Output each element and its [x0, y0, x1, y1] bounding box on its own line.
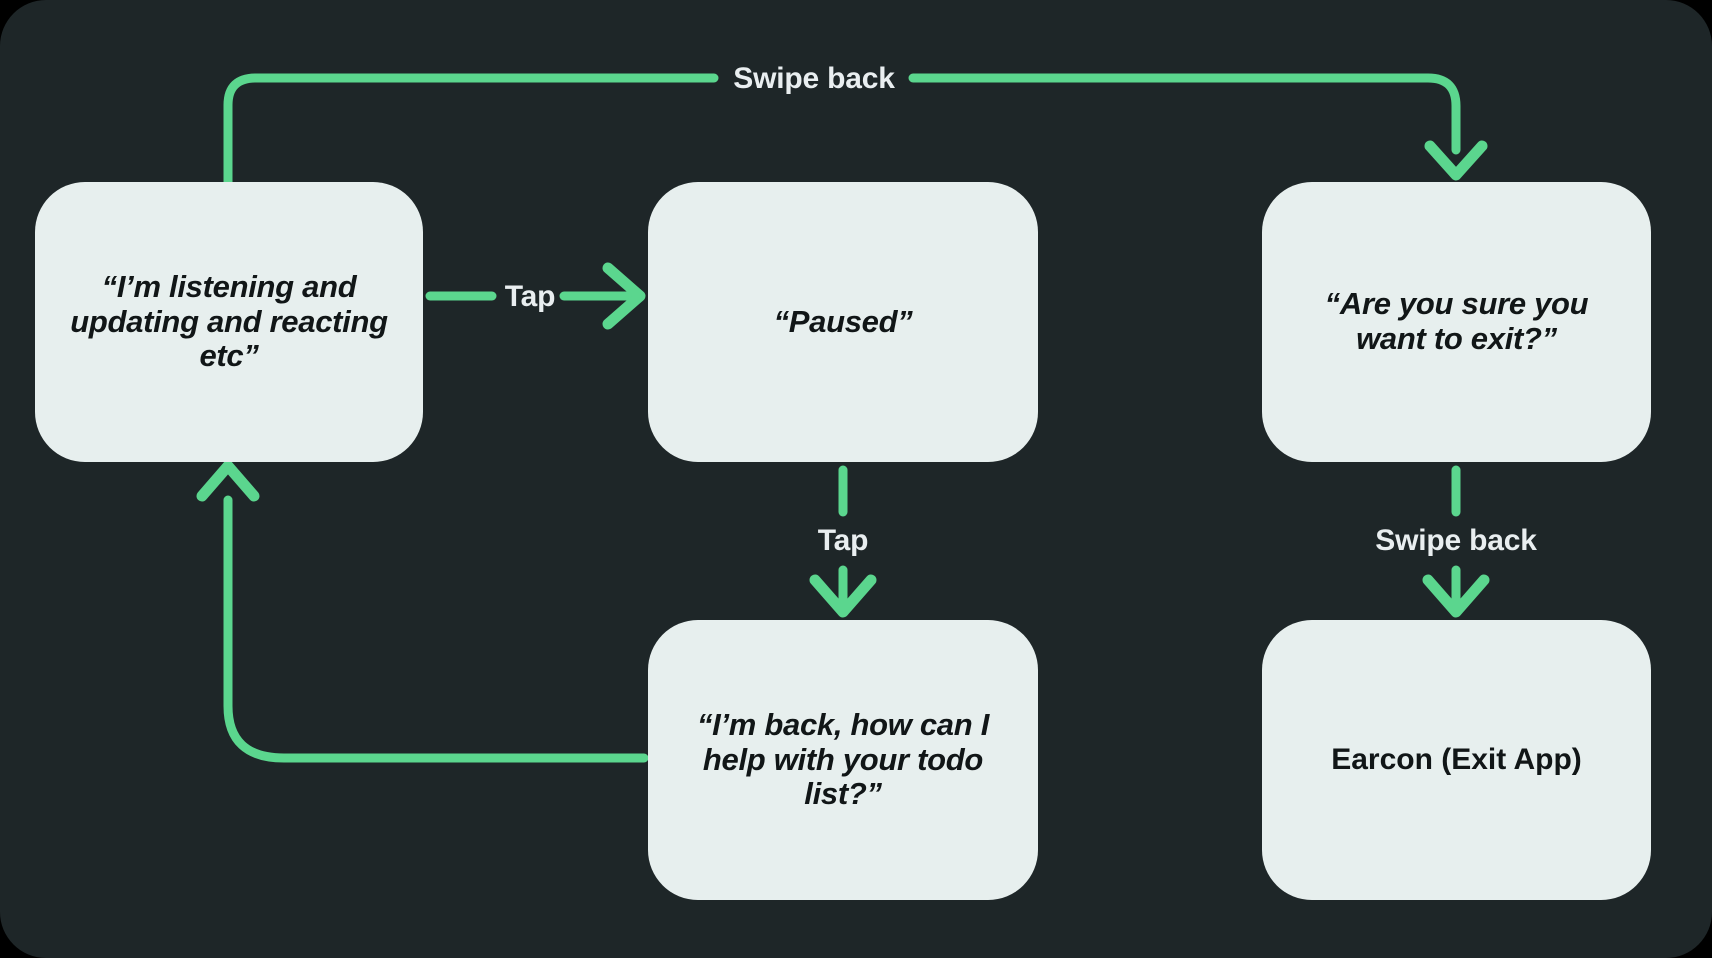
edge-label-tap-listening-paused: Tap [504, 280, 556, 313]
edge-label-swipe-back-top: Swipe back [733, 62, 895, 95]
edge-resume-loop-path [196, 460, 649, 763]
node-listening-label: “I’m listening and updating and reacting… [70, 268, 388, 374]
node-listening[interactable]: “I’m listening and updating and reacting… [35, 182, 423, 462]
edge-label-swipe-back-exit: Swipe back [1375, 524, 1537, 557]
edge-label-tap-paused-resume: Tap [817, 524, 869, 557]
node-paused-label: “Paused” [773, 303, 913, 339]
node-earcon-exit-label: Earcon (Exit App) [1331, 743, 1582, 777]
node-confirm-exit-label: “Are you sure you want to exit?” [1324, 286, 1589, 356]
node-earcon-exit[interactable]: Earcon (Exit App) [1262, 620, 1651, 900]
node-resume-label: “I’m back, how can I help with your todo… [696, 706, 990, 812]
node-resume[interactable]: “I’m back, how can I help with your todo… [648, 620, 1038, 900]
node-confirm-exit[interactable]: “Are you sure you want to exit?” [1262, 182, 1651, 462]
node-paused[interactable]: “Paused” [648, 182, 1038, 462]
